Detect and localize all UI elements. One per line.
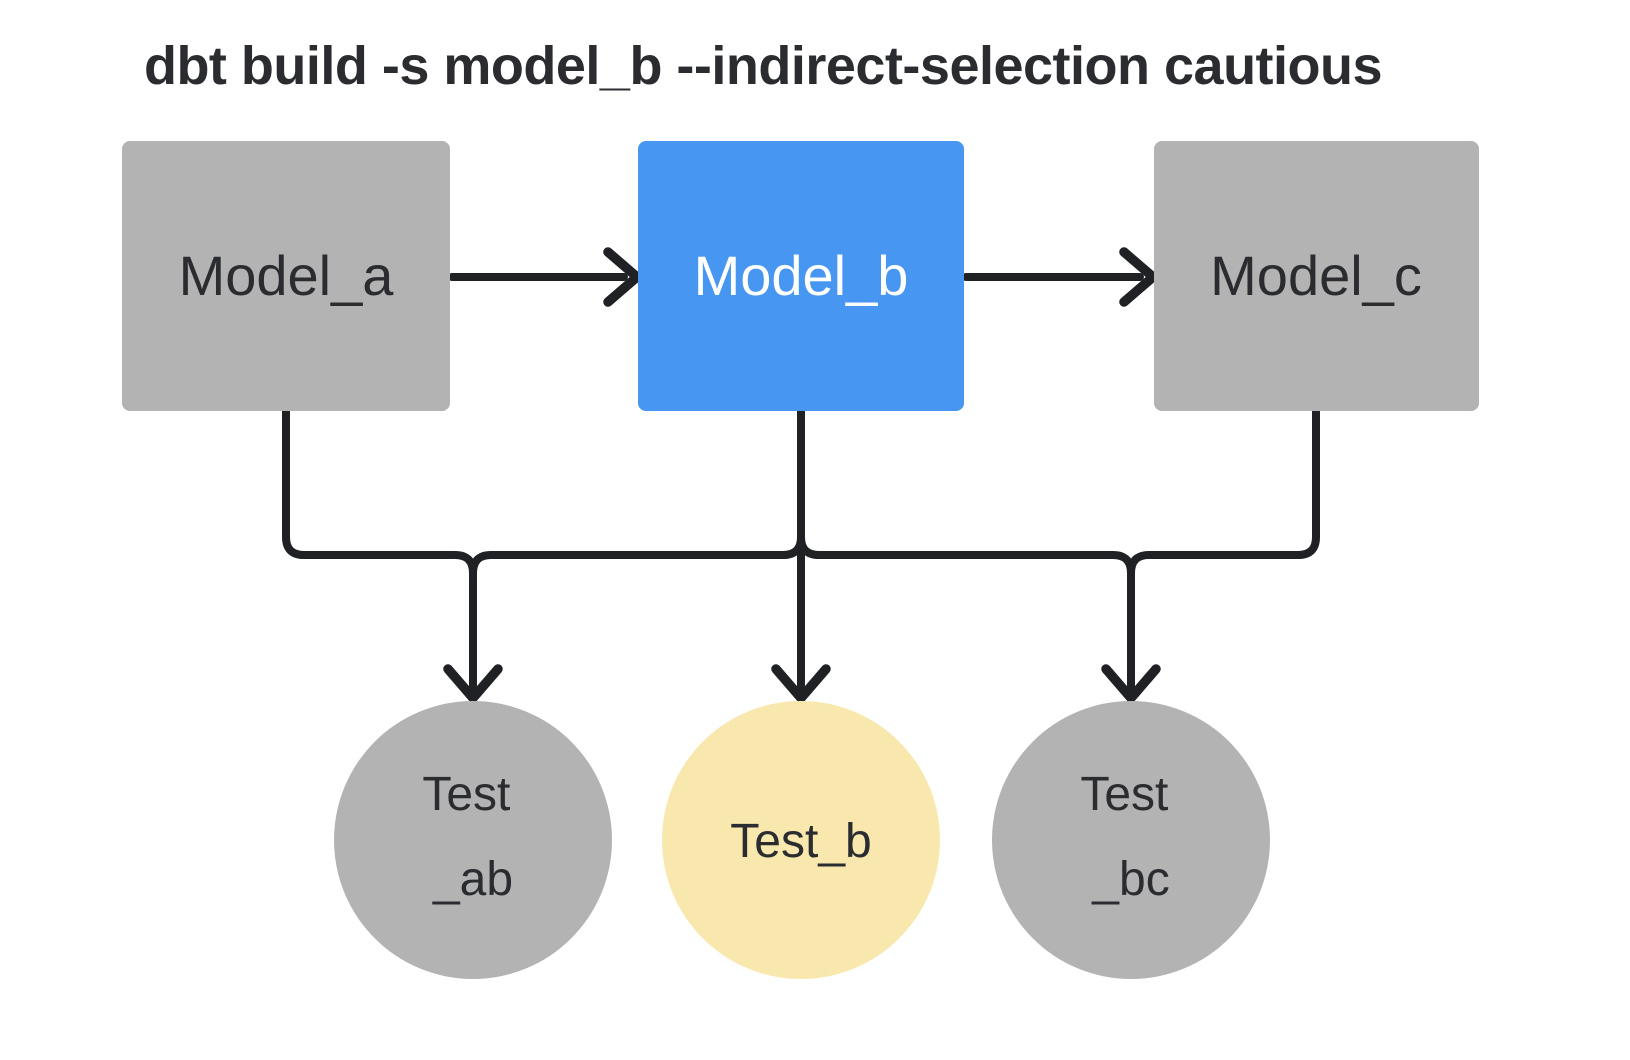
test-b-label: Test_b [730, 815, 871, 868]
arrowhead-down-icon [771, 664, 831, 703]
model-c-box [1154, 141, 1479, 411]
test-bc-node: Test _bc [992, 701, 1270, 979]
test-b-node: Test_b [662, 701, 940, 979]
diagram-title: dbt build -s model_b --indirect-selectio… [144, 36, 1382, 96]
test-ab-circle [334, 701, 612, 979]
test-bc-circle [992, 701, 1270, 979]
model-c-label: Model_c [1210, 244, 1422, 307]
edge-model-b-to-test-bc [797, 533, 1135, 577]
test-ab-label: Test _ab [422, 768, 523, 906]
edge-model-a-to-test-ab [282, 407, 503, 703]
edge-model-b-to-test-ab [469, 533, 805, 577]
test-ab-node: Test _ab [334, 701, 612, 979]
model-b-box [638, 141, 964, 411]
model-a-box [122, 141, 450, 411]
test-bc-label-line1: Test [1080, 768, 1168, 821]
model-b-label: Model_b [694, 244, 909, 307]
edge-model-a-to-model-b [448, 247, 642, 307]
model-a-label: Model_a [179, 244, 395, 307]
test-ab-label-line1: Test [422, 768, 510, 821]
edge-model-b-to-model-c [962, 247, 1158, 307]
edge-elbow [282, 407, 477, 692]
arrowhead-down-icon [1101, 664, 1161, 703]
arrowhead-down-icon [443, 664, 503, 703]
model-c-node: Model_c [1154, 141, 1479, 411]
test-bc-label: Test _bc [1080, 768, 1181, 906]
arrowhead-right-icon [1119, 247, 1158, 307]
model-a-node: Model_a [122, 141, 450, 411]
test-bc-label-line2: _bc [1091, 853, 1169, 906]
test-ab-label-line2: _ab [432, 853, 513, 906]
model-b-node: Model_b [638, 141, 964, 411]
test-b-circle [662, 701, 940, 979]
edge-elbow [1127, 407, 1320, 692]
edge-model-c-to-test-bc [1101, 407, 1320, 703]
arrowhead-right-icon [603, 247, 642, 307]
